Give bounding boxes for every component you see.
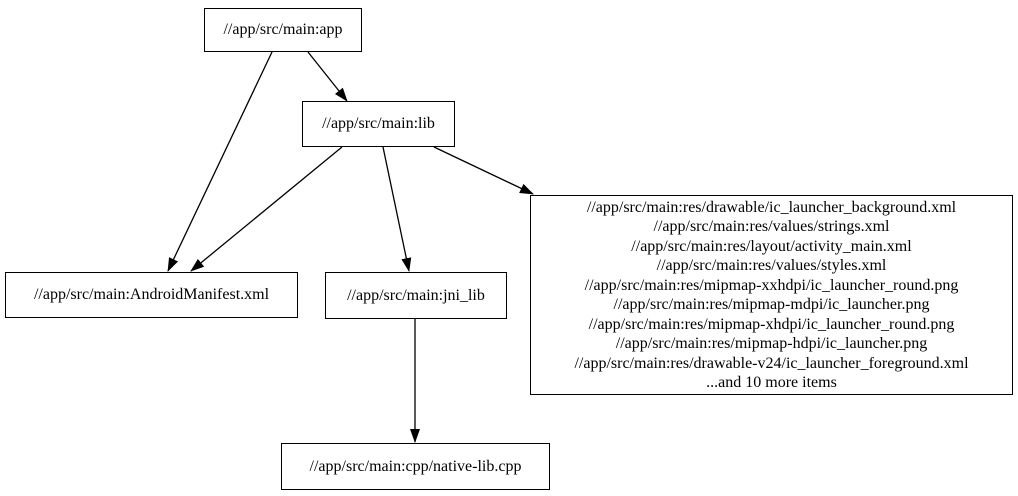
node-lib: //app/src/main:lib bbox=[302, 101, 455, 147]
edge-lib-to-jni-lib bbox=[382, 146, 412, 272]
edge-lib-to-resources bbox=[433, 146, 534, 195]
edge-lib-to-android-manifest bbox=[190, 146, 343, 272]
edge-app-to-lib bbox=[307, 51, 348, 102]
node-resources-group: //app/src/main:res/drawable/ic_launcher_… bbox=[530, 195, 1013, 395]
node-native-lib-cpp: //app/src/main:cpp/native-lib.cpp bbox=[281, 443, 550, 490]
node-android-manifest: //app/src/main:AndroidManifest.xml bbox=[5, 272, 298, 318]
edge-app-to-android-manifest bbox=[167, 51, 273, 272]
node-app: //app/src/main:app bbox=[204, 8, 362, 52]
node-jni-lib: //app/src/main:jni_lib bbox=[325, 272, 507, 319]
